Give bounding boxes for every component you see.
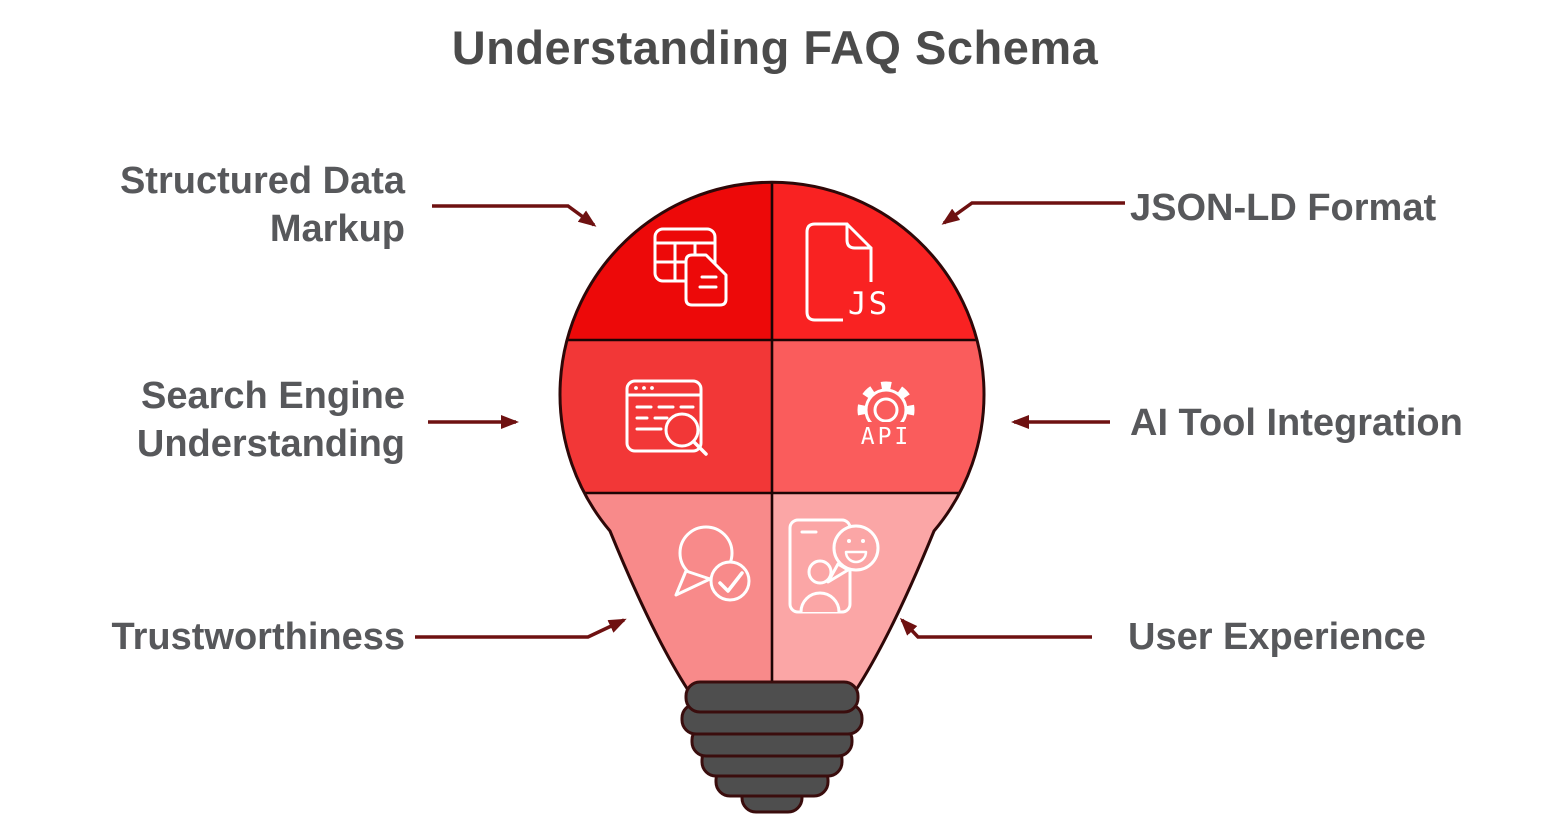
bulb-segments bbox=[560, 182, 984, 690]
api-icon-label: API bbox=[861, 424, 912, 450]
table-document-icon bbox=[653, 227, 728, 307]
label-search-engine-understanding: Search Engine Understanding bbox=[136, 375, 405, 465]
arrow-json-ld bbox=[941, 201, 1125, 225]
segment-structured-data bbox=[560, 182, 772, 340]
callout-arrows bbox=[415, 201, 1125, 639]
base-cap bbox=[684, 680, 860, 714]
phone-user-icon bbox=[788, 518, 880, 614]
segment-ai-tool bbox=[772, 340, 984, 493]
label-ai-tool-integration: AI Tool Integration bbox=[1130, 402, 1463, 444]
gear-api-icon: API bbox=[852, 381, 922, 450]
bulb-outline bbox=[558, 180, 986, 692]
js-icon-label: JS bbox=[848, 286, 889, 322]
arrow-user-experience bbox=[899, 617, 1092, 639]
bulb-base bbox=[680, 680, 864, 814]
browser-search-icon bbox=[625, 379, 708, 456]
segment-json-ld bbox=[772, 182, 984, 340]
arrow-trustworthiness bbox=[415, 618, 627, 639]
label-json-ld-format: JSON-LD Format bbox=[1130, 187, 1437, 229]
chat-check-icon bbox=[674, 525, 751, 602]
label-structured-data-markup: Structured Data Markup bbox=[119, 160, 405, 250]
segment-dividers bbox=[560, 182, 984, 690]
arrow-structured-data bbox=[432, 204, 597, 227]
js-file-icon: JS bbox=[805, 222, 895, 322]
segment-search-engine bbox=[560, 340, 772, 493]
page-title: Understanding FAQ Schema bbox=[451, 21, 1099, 74]
label-user-experience: User Experience bbox=[1128, 616, 1426, 658]
label-trustworthiness: Trustworthiness bbox=[111, 616, 406, 658]
